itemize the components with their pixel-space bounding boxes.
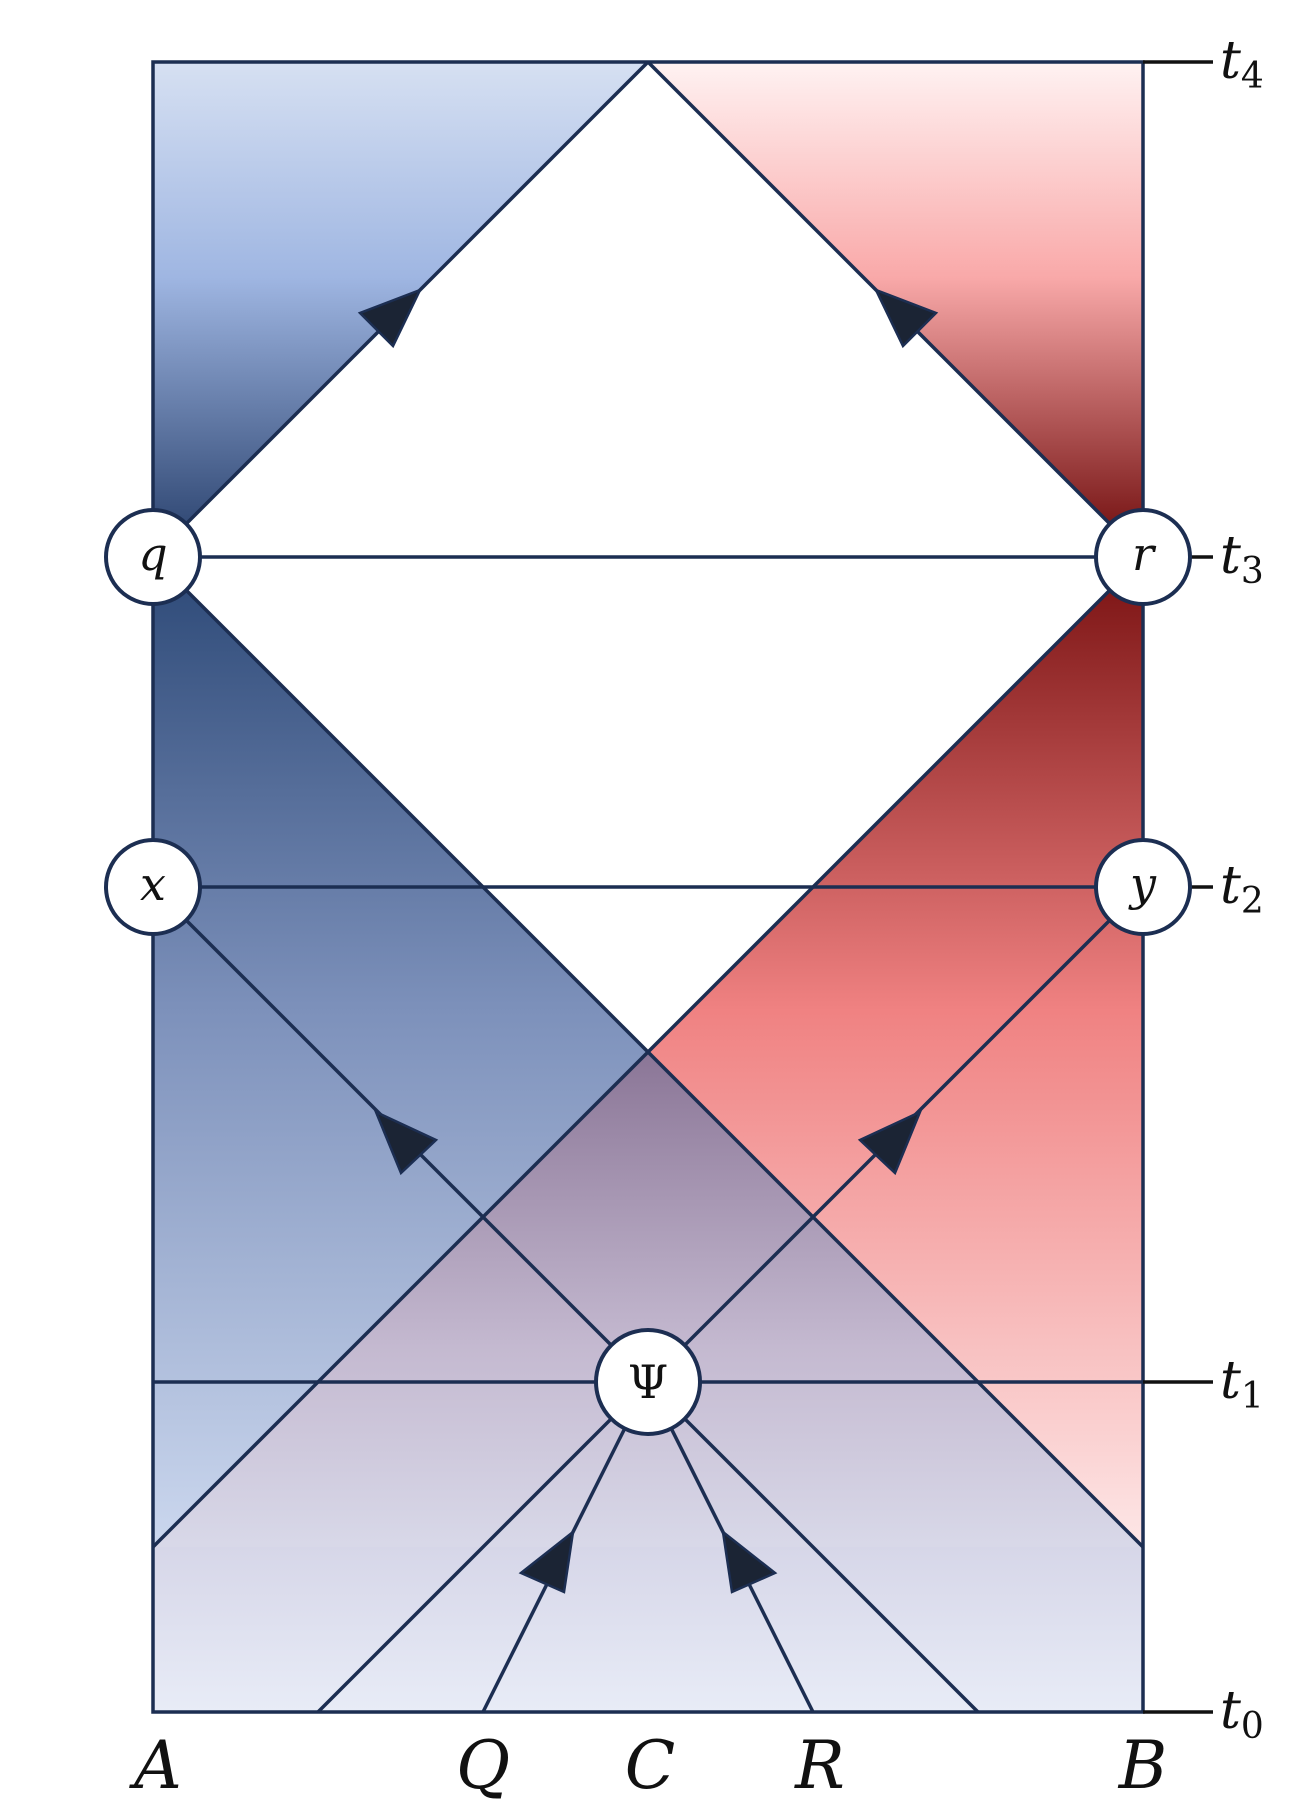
arrow-psi-x: [373, 1109, 439, 1176]
arrow-psi-y: [857, 1109, 923, 1176]
node-x: x: [104, 838, 202, 936]
arrow-Q: [518, 1529, 575, 1594]
node-y: y: [1094, 838, 1192, 936]
node-q: q: [104, 508, 202, 606]
bottom-labels: A Q C R B: [128, 1727, 1167, 1800]
label-C: C: [625, 1727, 676, 1800]
node-r: r: [1094, 508, 1192, 606]
arrow-r-top: [873, 287, 939, 349]
node-psi: Ψ: [594, 1328, 702, 1436]
node-q-label: q: [138, 527, 167, 581]
arrow-q-top: [357, 287, 423, 349]
time-label-t0: t0: [1220, 1681, 1264, 1747]
time-label-t2: t2: [1220, 856, 1264, 922]
node-psi-label: Ψ: [628, 1355, 668, 1409]
node-r-label: r: [1132, 527, 1157, 581]
region-bottom: [153, 1547, 1143, 1712]
arrow-R: [721, 1529, 778, 1594]
nodes: q r x y Ψ: [104, 508, 1192, 1436]
label-Q: Q: [456, 1727, 510, 1800]
node-y-label: y: [1128, 857, 1157, 911]
cone-right: [646, 1380, 980, 1714]
region-overlap: [153, 1052, 1143, 1547]
time-label-t1: t1: [1220, 1351, 1264, 1417]
label-A: A: [128, 1727, 182, 1800]
time-label-t3: t3: [1220, 526, 1264, 592]
cone-left: [316, 1380, 650, 1714]
arrowheads: [357, 287, 939, 1594]
time-labels: t4 t3 t2 t1 t0: [1220, 31, 1264, 1747]
label-B: B: [1118, 1727, 1168, 1800]
label-R: R: [794, 1727, 845, 1800]
node-x-label: x: [140, 857, 166, 911]
time-label-t4: t4: [1220, 31, 1264, 97]
region-blue-band: [153, 557, 648, 1547]
region-red-band: [648, 557, 1143, 1547]
